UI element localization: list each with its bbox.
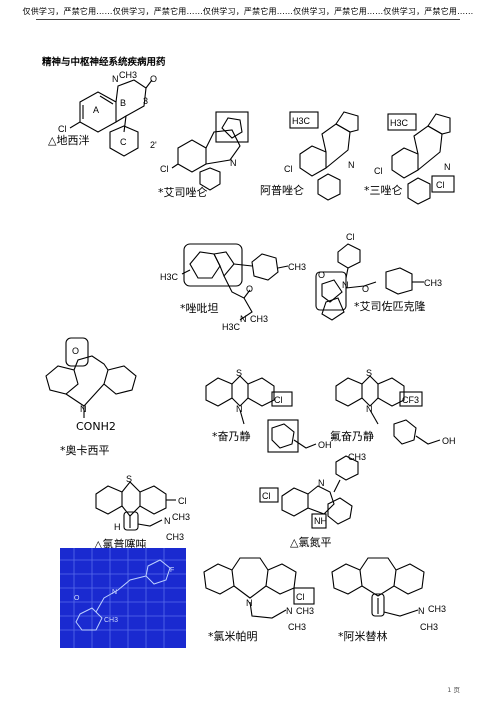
amitriptyline-ch3-b: CH3 bbox=[420, 622, 438, 632]
diazepam-ch3: CH3 bbox=[119, 70, 137, 80]
zolpidem-ch3: CH3 bbox=[288, 262, 306, 272]
clomipramine-cl: Cl bbox=[296, 592, 305, 602]
oxcarbazepine-conh2: CONH2 bbox=[76, 420, 116, 433]
alprazolam-h3c: H3C bbox=[292, 116, 311, 126]
eszopiclone-ch3: CH3 bbox=[424, 278, 442, 288]
perphenazine-n: N bbox=[236, 404, 243, 414]
triazolam-n: N bbox=[444, 162, 451, 172]
molecule-image-panel: F O CH3 N bbox=[60, 548, 186, 648]
page-number: 1 页 bbox=[447, 686, 460, 694]
perphenazine-s: S bbox=[236, 368, 242, 378]
alprazolam-structure: H3C Cl N 阿普唑仑 bbox=[260, 111, 359, 201]
page-header: 仅供学习，严禁它用……仅供学习，严禁它用……仅供学习，严禁它用……仅供学习，严禁… bbox=[22, 7, 474, 16]
clozapine-cl: Cl bbox=[262, 491, 271, 501]
clozapine-n: N bbox=[318, 478, 325, 488]
amitriptyline-n: N bbox=[418, 606, 425, 616]
oxcarbazepine-structure: O N CONH2 *奥卡西平 bbox=[45, 337, 137, 457]
amitriptyline-ch3: CH3 bbox=[428, 604, 446, 614]
clozapine-ch3: CH3 bbox=[348, 452, 366, 462]
label-zolpidem: *唑吡坦 bbox=[180, 301, 219, 315]
molecule-ch3: CH3 bbox=[104, 617, 118, 624]
estazolam-n: N bbox=[230, 158, 237, 168]
fluphenazine-s: S bbox=[366, 368, 372, 378]
label-oxcarbazepine: *奥卡西平 bbox=[60, 443, 110, 457]
diazepam-n1: N bbox=[112, 74, 119, 84]
label-fluphenazine: 氟奋乃静 bbox=[330, 429, 374, 443]
fluphenazine-n: N bbox=[366, 404, 373, 414]
label-amitriptyline: *阿米替林 bbox=[338, 629, 388, 643]
oxcarbazepine-o: O bbox=[72, 346, 79, 356]
chlorprothixene-h: H bbox=[114, 522, 121, 532]
perphenazine-oh: OH bbox=[318, 440, 332, 450]
ring-label-a: A bbox=[93, 105, 99, 115]
diazepam-o: O bbox=[150, 74, 157, 84]
chlorprothixene-ch3: CH3 bbox=[172, 512, 190, 522]
chlorprothixene-s: S bbox=[126, 474, 132, 484]
label-eszopiclone: *艾司佐匹克隆 bbox=[354, 299, 426, 313]
zolpidem-n: N bbox=[240, 314, 247, 324]
zolpidem-h3c-b: H3C bbox=[222, 322, 241, 332]
amitriptyline-structure: N CH3 CH3 *阿米替林 bbox=[331, 557, 446, 643]
label-diazepam: △地西泮 bbox=[48, 133, 89, 147]
zolpidem-o: O bbox=[246, 284, 253, 294]
eszopiclone-o: O bbox=[362, 284, 369, 294]
diazepam-structure: Cl N CH3 O A B C 3 2' △地西泮 bbox=[48, 70, 157, 157]
clomipramine-n: N bbox=[246, 598, 253, 608]
eszopiclone-cl: Cl bbox=[346, 232, 355, 242]
label-estazolam: *艾司唑仑 bbox=[158, 185, 208, 199]
eszopiclone-structure: Cl N O CH3 O *艾司佐匹克隆 bbox=[315, 232, 442, 321]
ring-label-c: C bbox=[120, 137, 127, 147]
label-perphenazine: *奋乃静 bbox=[212, 429, 251, 443]
fluphenazine-structure: S CF3 OH N 氟奋乃静 bbox=[330, 368, 456, 446]
molecule-n: N bbox=[112, 589, 117, 596]
zolpidem-ch3-b: CH3 bbox=[250, 314, 268, 324]
label-triazolam: *三唑仑 bbox=[364, 183, 403, 197]
perphenazine-structure: S Cl OH N *奋乃静 bbox=[205, 368, 332, 453]
ring-number-2p: 2' bbox=[150, 140, 157, 150]
alprazolam-cl: Cl bbox=[284, 164, 293, 174]
triazolam-cl: Cl bbox=[374, 166, 383, 176]
ring-label-b: B bbox=[120, 98, 126, 108]
molecule-f: F bbox=[170, 567, 174, 574]
clomipramine-ch3: CH3 bbox=[296, 606, 314, 616]
label-clozapine: △氯氮平 bbox=[290, 535, 331, 549]
estazolam-cl: Cl bbox=[160, 164, 169, 174]
fluphenazine-oh: OH bbox=[442, 436, 456, 446]
triazolam-h3c: H3C bbox=[390, 118, 409, 128]
chlorprothixene-cl: Cl bbox=[178, 496, 187, 506]
clomipramine-structure: Cl N N CH3 CH3 *氯米帕明 bbox=[203, 557, 315, 643]
chlorprothixene-ch3-b: CH3 bbox=[166, 532, 184, 542]
triazolam-structure: H3C Cl Cl N *三唑仑 bbox=[364, 113, 455, 205]
chlorprothixene-n: N bbox=[164, 516, 171, 526]
triazolam-cl2: Cl bbox=[436, 180, 445, 190]
page-title: 精神与中枢神经系统疾病用药 bbox=[42, 57, 166, 68]
molecule-o: O bbox=[74, 595, 80, 602]
alprazolam-n: N bbox=[348, 160, 355, 170]
chlorprothixene-structure: S Cl H N CH3 CH3 △氯普噻吨 bbox=[94, 474, 190, 551]
clomipramine-ch3-b: CH3 bbox=[288, 622, 306, 632]
label-chlorprothixene: △氯普噻吨 bbox=[94, 537, 146, 551]
diazepam-cl: Cl bbox=[58, 124, 67, 134]
label-clomipramine: *氯米帕明 bbox=[208, 629, 258, 643]
estazolam-structure: Cl N *艾司唑仑 bbox=[158, 111, 249, 199]
label-alprazolam: 阿普唑仑 bbox=[260, 183, 304, 197]
perphenazine-cl: Cl bbox=[274, 395, 283, 405]
oxcarbazepine-n: N bbox=[80, 404, 87, 414]
fluphenazine-cf3: CF3 bbox=[402, 395, 419, 405]
header-divider bbox=[36, 19, 460, 20]
clozapine-structure: CH3 Cl NH N △氯氮平 bbox=[259, 452, 366, 549]
zolpidem-structure: CH3 H3C O N CH3 H3C *唑吡坦 bbox=[160, 243, 306, 332]
clozapine-nh: NH bbox=[314, 516, 327, 526]
eszopiclone-n: N bbox=[342, 280, 349, 290]
eszopiclone-o2: O bbox=[318, 270, 325, 280]
zolpidem-h3c: H3C bbox=[160, 272, 179, 282]
clomipramine-n2: N bbox=[286, 606, 293, 616]
ring-number-3: 3 bbox=[143, 96, 148, 106]
